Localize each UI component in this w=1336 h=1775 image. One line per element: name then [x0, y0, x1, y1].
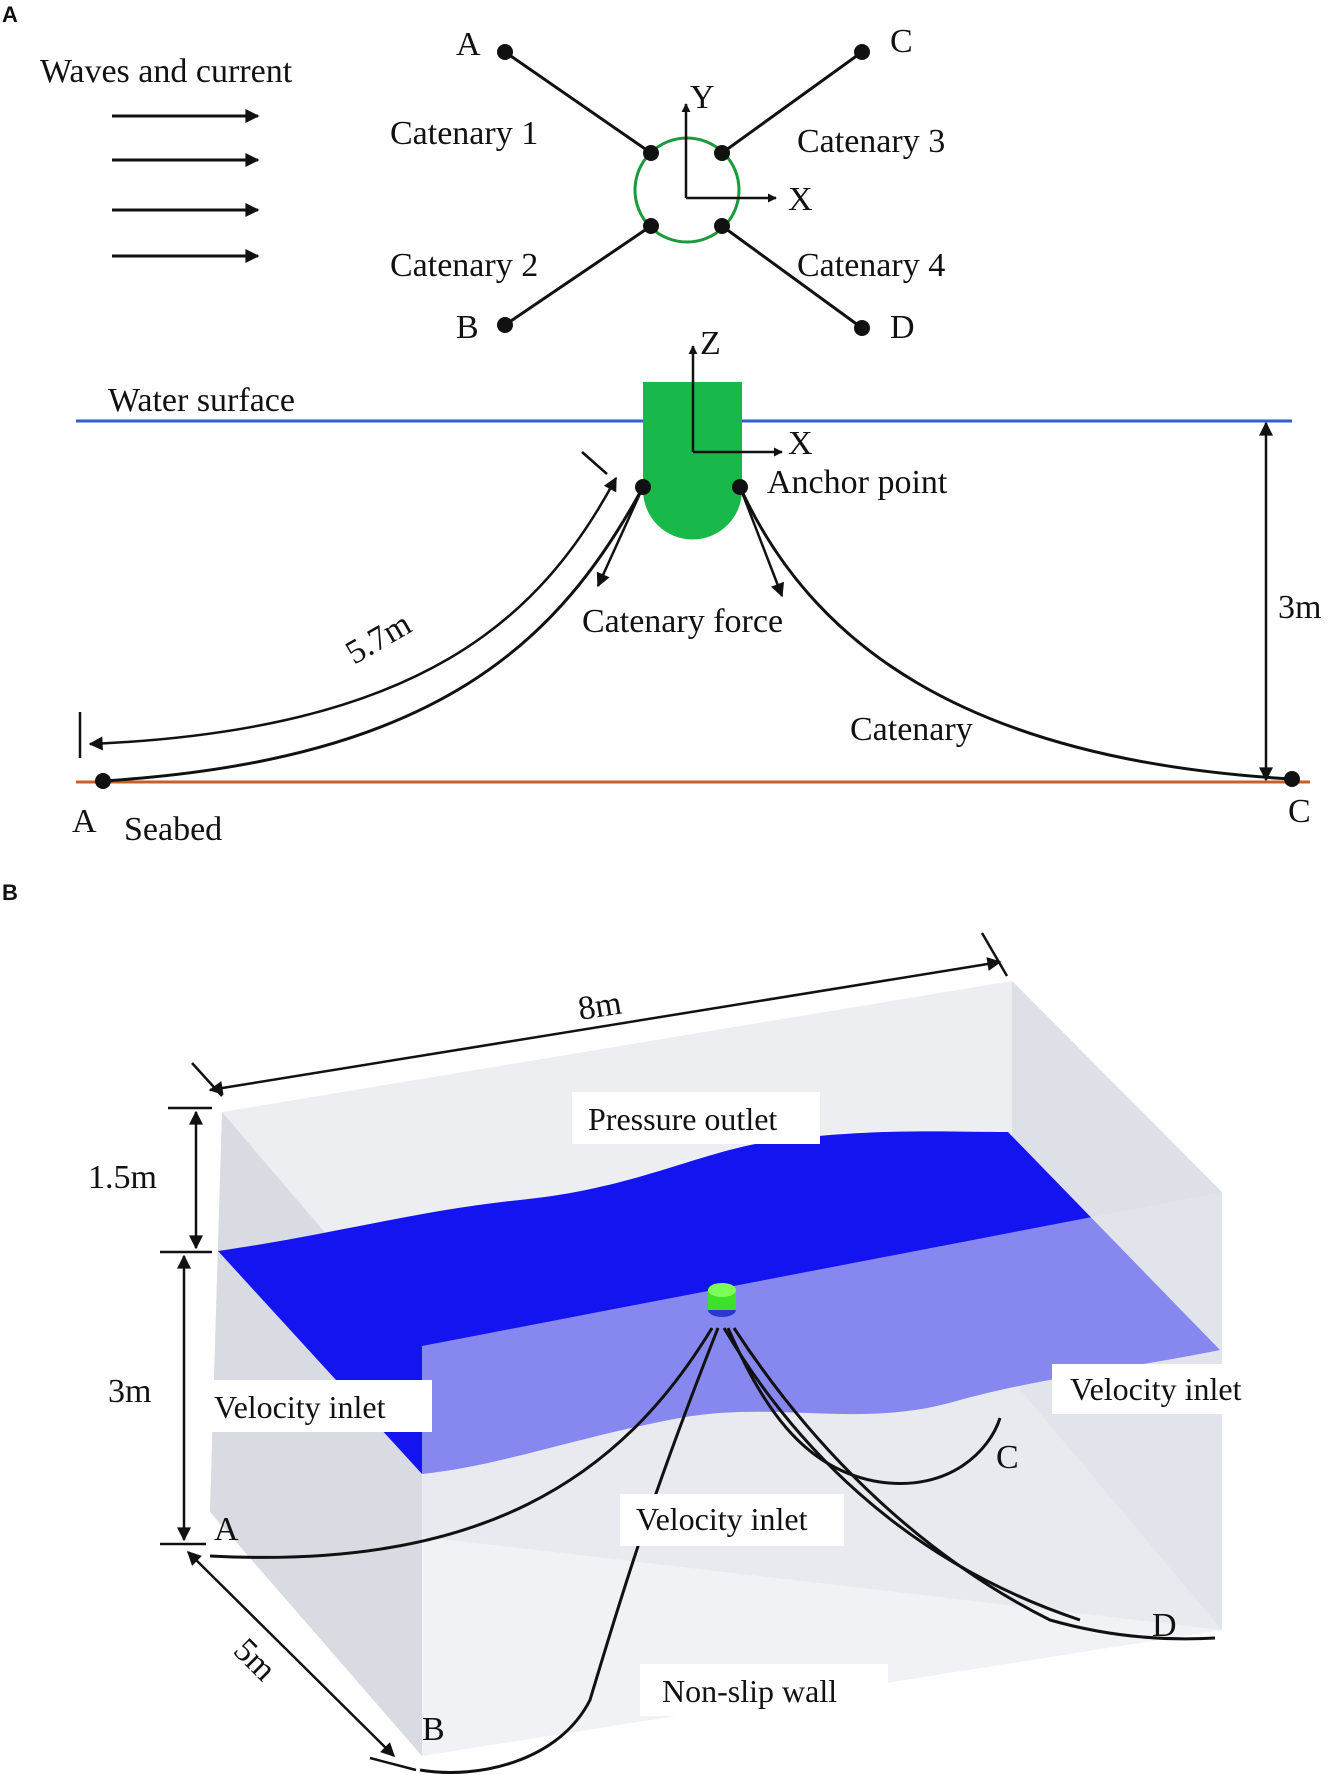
axis-x-side-label: X [788, 425, 813, 462]
length-label: 5.7m [340, 605, 418, 672]
domain-box [209, 981, 1222, 1774]
top-view [497, 44, 870, 336]
water-surface-label: Water surface [108, 382, 295, 419]
mooring-line-d2 [722, 1327, 1081, 1622]
velocity-inlet-left-box [208, 1380, 432, 1432]
dimensions-b [160, 932, 1009, 1772]
catenary-4-line [721, 224, 863, 330]
panel-a-label: A [2, 2, 18, 27]
point-d-top [854, 320, 870, 336]
catenary-label: Catenary [850, 711, 973, 748]
corner-d-label: D [1152, 1607, 1177, 1644]
velocity-inlet-left-label: Velocity inlet [214, 1389, 386, 1425]
axis-y-label: Y [690, 79, 715, 116]
length-dimension [88, 476, 618, 751]
flow-arrows [112, 109, 260, 263]
pressure-outlet-label: Pressure outlet [588, 1101, 777, 1137]
catenary-1-label: Catenary 1 [390, 115, 538, 152]
fairlead-1 [643, 145, 659, 161]
seabed-point-c [1284, 771, 1300, 787]
velocity-inlet-right-label: Velocity inlet [1070, 1371, 1242, 1407]
force-arrow-right [738, 486, 785, 598]
velocity-inlet-right-box [1052, 1364, 1276, 1414]
force-arrow-left [596, 486, 645, 588]
flow-label: Waves and current [40, 53, 293, 90]
velocity-inlet-front-box [620, 1494, 844, 1546]
dim-5m-line [187, 1551, 395, 1757]
panel-b-label: B [2, 880, 18, 905]
non-slip-wall-box [640, 1664, 888, 1716]
corner-a-label: A [214, 1511, 239, 1548]
catenary-2-line [504, 224, 652, 327]
catenary-3-label: Catenary 3 [797, 123, 945, 160]
catenary-4-label: Catenary 4 [797, 247, 945, 284]
velocity-inlet-front-label: Velocity inlet [636, 1501, 808, 1537]
fairlead-3 [714, 145, 730, 161]
fairlead-2 [643, 218, 659, 234]
seabed-label: Seabed [124, 811, 222, 848]
catenary-right [738, 486, 1293, 781]
axis-z-label: Z [700, 325, 721, 362]
anchor-point-label: Anchor point [767, 464, 948, 501]
box-front-face [422, 1192, 1222, 1756]
point-a-top [497, 44, 513, 60]
anchor-c-top-label: C [890, 23, 913, 60]
mooring-line-b [419, 1327, 720, 1774]
corner-c-label: C [996, 1439, 1019, 1476]
seabed-point-a [95, 773, 111, 789]
depth-label: 3m [1278, 589, 1321, 626]
dim-8m-line [208, 957, 1002, 1095]
anchor-a-top-label: A [456, 26, 481, 63]
dim-5m-label: 5m [226, 1631, 283, 1688]
point-b-top [497, 317, 513, 333]
dim-8m-tick-right [980, 932, 1009, 977]
dim-8m-label: 8m [575, 985, 624, 1028]
pressure-outlet-box [572, 1092, 820, 1144]
anchor-b-top-label: B [456, 309, 479, 346]
dim-3m-label: 3m [108, 1373, 151, 1410]
seabed-a-label: A [72, 803, 97, 840]
mooring-line-d [732, 1327, 1216, 1641]
anchor-d-top-label: D [890, 309, 915, 346]
catenary-1-line [504, 50, 652, 155]
fairlead-4 [714, 218, 730, 234]
buoy-top [708, 1283, 736, 1297]
length-tick-top [581, 451, 608, 475]
buoy-body [643, 382, 742, 540]
dim-5m-tick [369, 1756, 417, 1772]
point-c-top [854, 44, 870, 60]
dim-8m-tick-left [191, 1062, 223, 1097]
catenary-force-label: Catenary force [582, 603, 783, 640]
side-view [76, 345, 1310, 789]
dim-1-5m-label: 1.5m [88, 1159, 157, 1196]
axis-x-top-label: X [788, 181, 813, 218]
corner-b-label: B [422, 1711, 445, 1748]
catenary-3-line [721, 50, 863, 155]
non-slip-wall-label: Non-slip wall [662, 1673, 837, 1709]
seabed-c-label: C [1288, 793, 1311, 830]
mooring-line-c [726, 1327, 1002, 1485]
catenary-2-label: Catenary 2 [390, 247, 538, 284]
